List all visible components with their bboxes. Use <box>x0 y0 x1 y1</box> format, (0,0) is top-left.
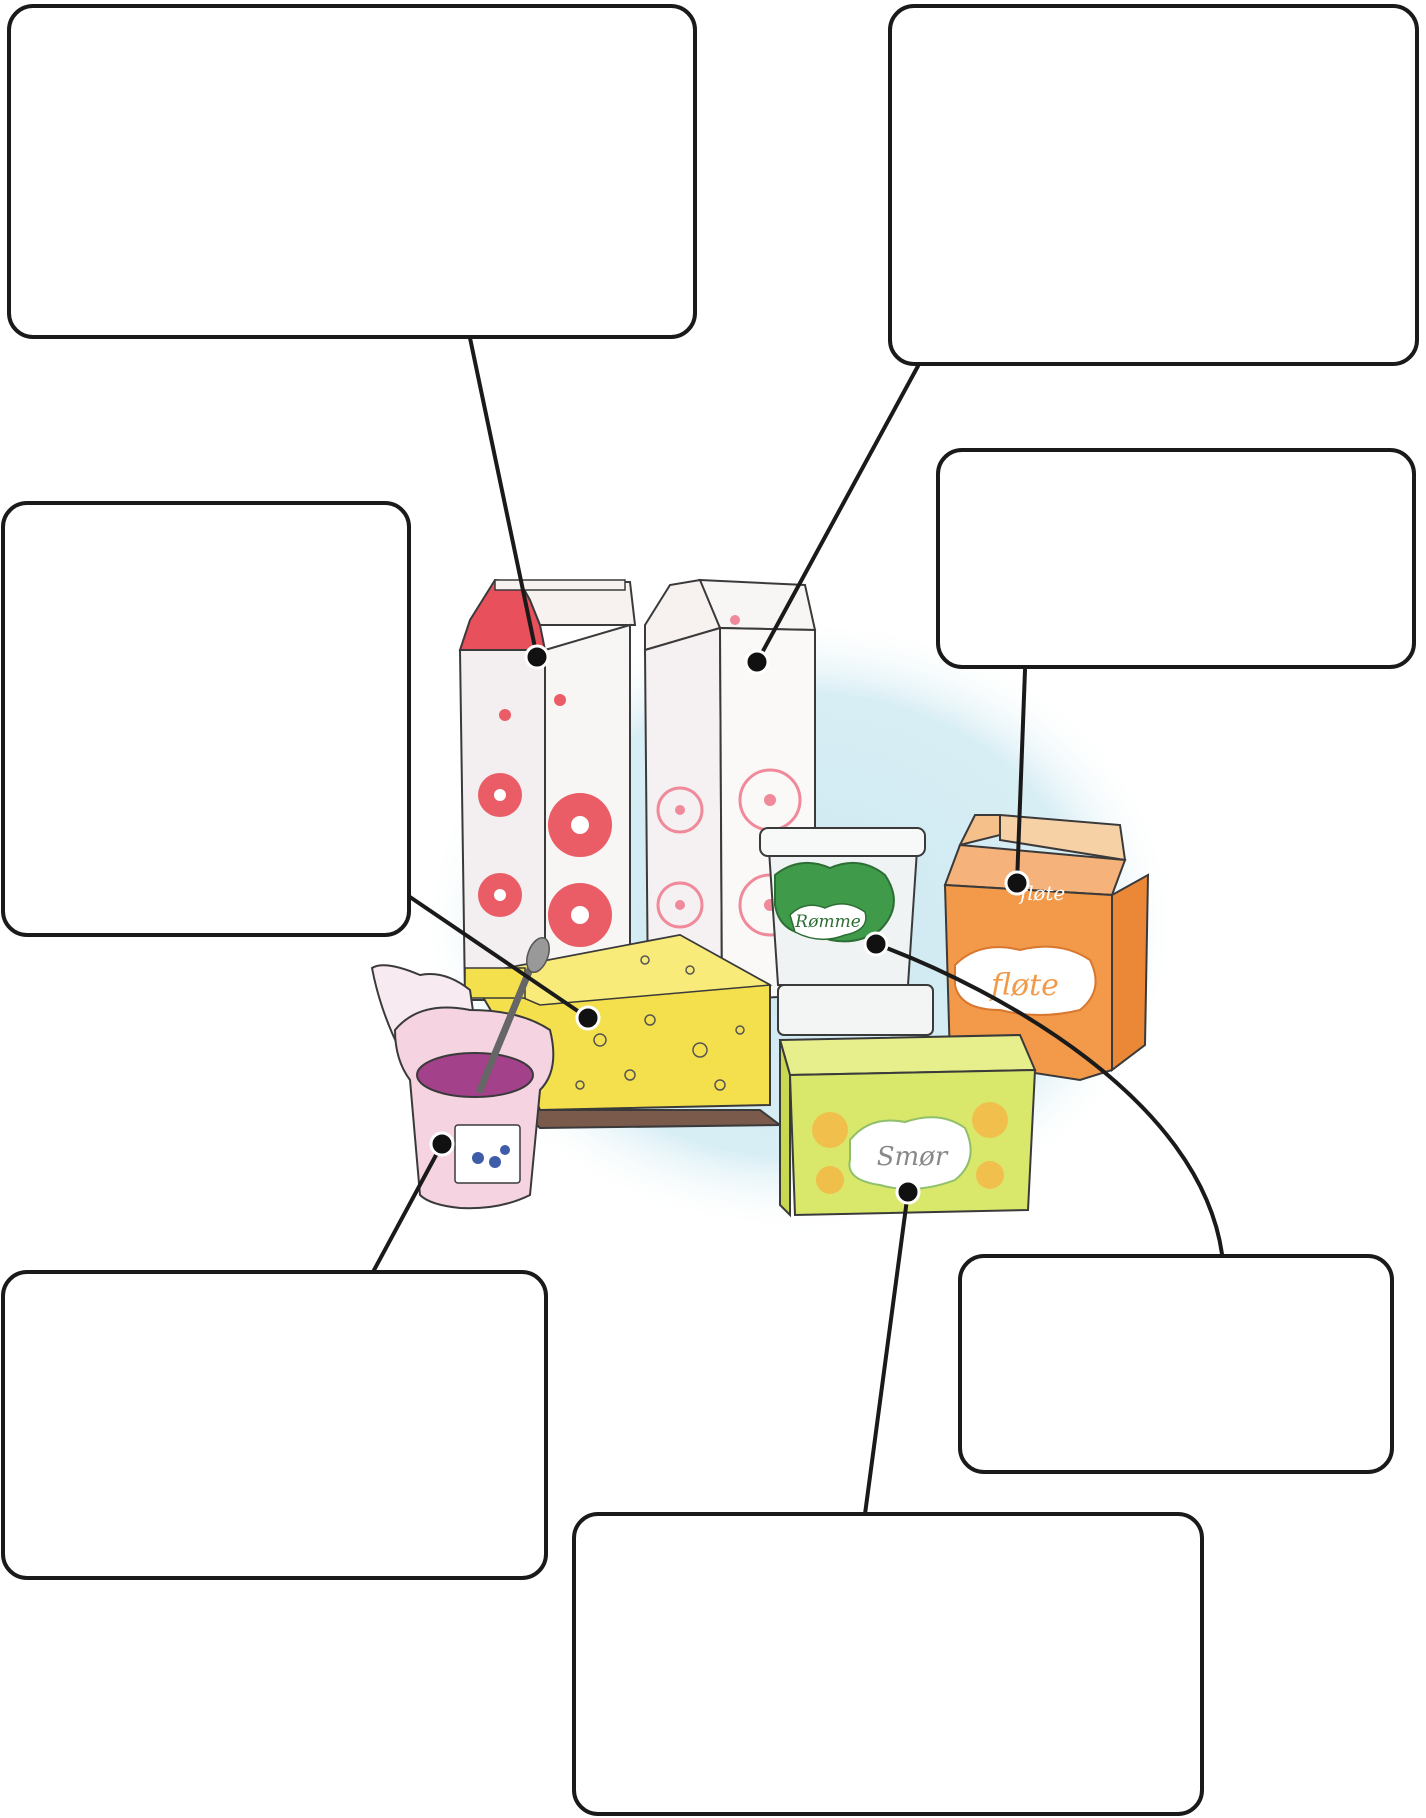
anchor-dot-milk-red <box>526 646 548 668</box>
leader-yogurt <box>373 1144 442 1272</box>
label-box-yogurt[interactable] <box>3 1272 546 1578</box>
milk-carton-red <box>460 580 635 1000</box>
label-box-cream[interactable] <box>938 450 1414 667</box>
butter-label: Smør <box>877 1142 949 1172</box>
cream-front-label: fløte <box>989 968 1059 1003</box>
anchor-dot-cheese <box>577 1007 599 1029</box>
anchor-dot-yogurt <box>431 1133 453 1155</box>
leader-butter <box>865 1192 908 1514</box>
label-box-butter[interactable] <box>574 1514 1202 1814</box>
sour-cream-label: Rømme <box>794 912 861 932</box>
sour-cream-tub: Rømme <box>760 828 933 1035</box>
dairy-illustration: Rømme fløte fløte Smør <box>372 580 1148 1215</box>
label-box-cheese[interactable] <box>3 503 409 935</box>
anchor-dot-milk-pink <box>746 651 768 673</box>
anchor-dot-sour-cream <box>865 933 887 955</box>
label-box-milk-red[interactable] <box>9 6 695 337</box>
anchor-dot-butter <box>897 1181 919 1203</box>
label-box-sour-cream[interactable] <box>960 1256 1392 1472</box>
anchor-dot-cream <box>1006 872 1028 894</box>
label-box-milk-pink[interactable] <box>890 6 1417 364</box>
